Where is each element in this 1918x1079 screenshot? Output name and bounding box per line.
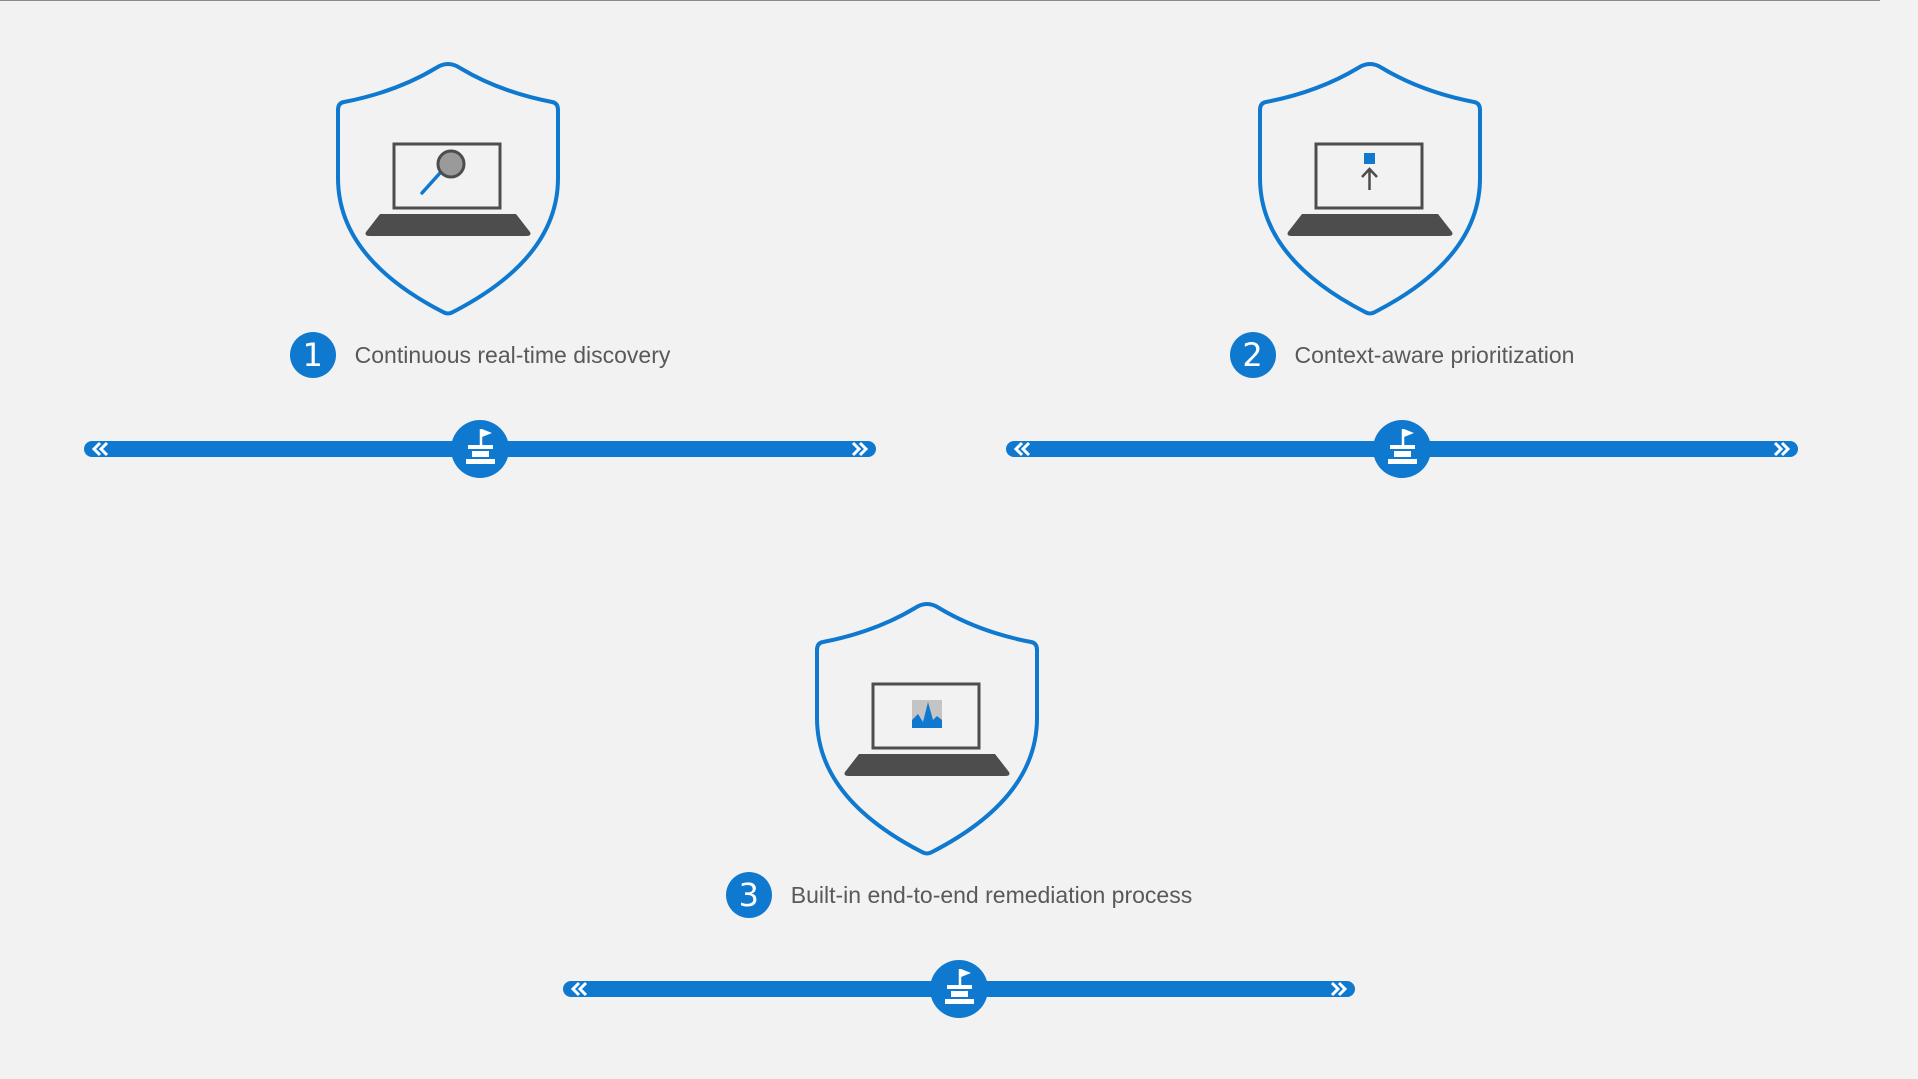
activity-chart-icon [912, 700, 942, 728]
step-label: Continuous real-time discovery [354, 341, 671, 368]
shield-icon [336, 62, 560, 316]
castle-flag-icon [930, 960, 988, 1018]
shield-icon [1258, 62, 1482, 316]
double-chevron-left-icon [570, 981, 588, 997]
double-chevron-right-icon [851, 441, 869, 457]
castle-flag-icon [451, 420, 509, 478]
step-number-badge: 1 [289, 332, 336, 378]
upload-arrow-icon [1361, 153, 1378, 190]
timeline-track [84, 420, 876, 478]
top-divider [0, 0, 1880, 1]
step-caption: 2 Context-aware prioritization [1002, 332, 1802, 378]
step-number-badge: 2 [1229, 332, 1276, 378]
step-label: Built-in end-to-end remediation process [790, 881, 1193, 908]
castle-flag-icon [1373, 420, 1431, 478]
magnifier-icon [420, 149, 466, 195]
double-chevron-right-icon [1773, 441, 1791, 457]
step-number-badge: 3 [725, 872, 772, 918]
step-label: Context-aware prioritization [1294, 341, 1575, 368]
double-chevron-left-icon [91, 441, 109, 457]
double-chevron-left-icon [1013, 441, 1031, 457]
timeline-track [563, 960, 1355, 1018]
laptop-icon [844, 682, 1010, 776]
shield-icon [815, 602, 1039, 856]
step-caption: 1 Continuous real-time discovery [80, 332, 880, 378]
double-chevron-right-icon [1330, 981, 1348, 997]
step-caption: 3 Built-in end-to-end remediation proces… [559, 872, 1359, 918]
timeline-track [1006, 420, 1798, 478]
